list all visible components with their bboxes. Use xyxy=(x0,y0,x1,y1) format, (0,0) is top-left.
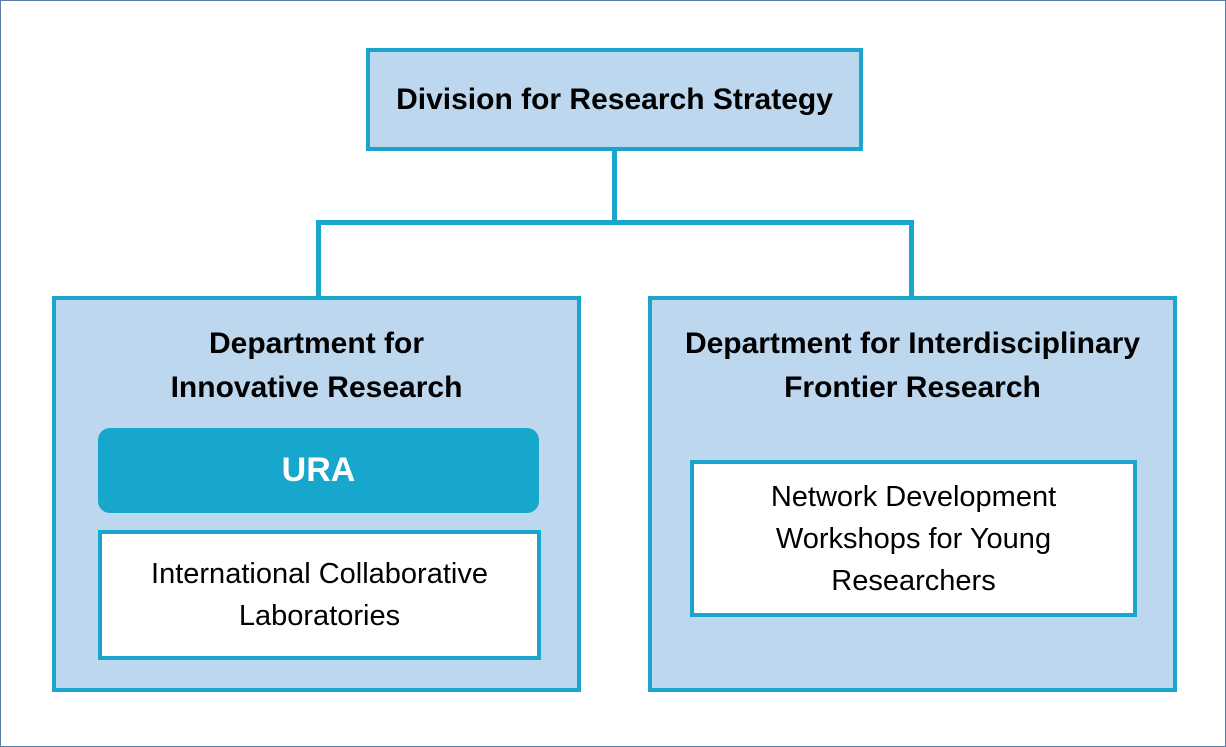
department-title: Department for Interdisciplinary Frontie… xyxy=(652,322,1173,410)
connector-root-down xyxy=(612,150,617,222)
sub-box-line: Laboratories xyxy=(238,600,401,632)
department-title-line: Frontier Research xyxy=(784,371,1041,404)
department-title: Department for Innovative Research xyxy=(56,322,577,410)
ura-highlight-box: URA xyxy=(98,428,539,513)
international-collaborative-laboratories-box: International Collaborative Laboratories xyxy=(98,530,541,660)
connector-right-down xyxy=(909,220,914,298)
department-title-line: Department for xyxy=(208,327,425,360)
root-node: Division for Research Strategy xyxy=(366,48,863,151)
department-innovative-research: Department for Innovative Research URA I… xyxy=(52,296,581,692)
network-development-workshops-box: Network Development Workshops for Young … xyxy=(690,460,1137,617)
sub-box-line: Researchers xyxy=(831,564,996,597)
connector-left-down xyxy=(316,220,321,298)
connector-horizontal xyxy=(316,220,914,225)
sub-box-line: Workshops for Young xyxy=(775,522,1052,555)
department-title-line: Innovative Research xyxy=(170,371,463,404)
sub-box-line: International Collaborative xyxy=(151,558,488,590)
department-title-line: Department for Interdisciplinary xyxy=(684,327,1141,360)
sub-box-line: Network Development xyxy=(770,480,1057,513)
ura-label: URA xyxy=(281,451,356,489)
department-interdisciplinary-frontier-research: Department for Interdisciplinary Frontie… xyxy=(648,296,1177,692)
root-node-label: Division for Research Strategy xyxy=(396,82,833,116)
